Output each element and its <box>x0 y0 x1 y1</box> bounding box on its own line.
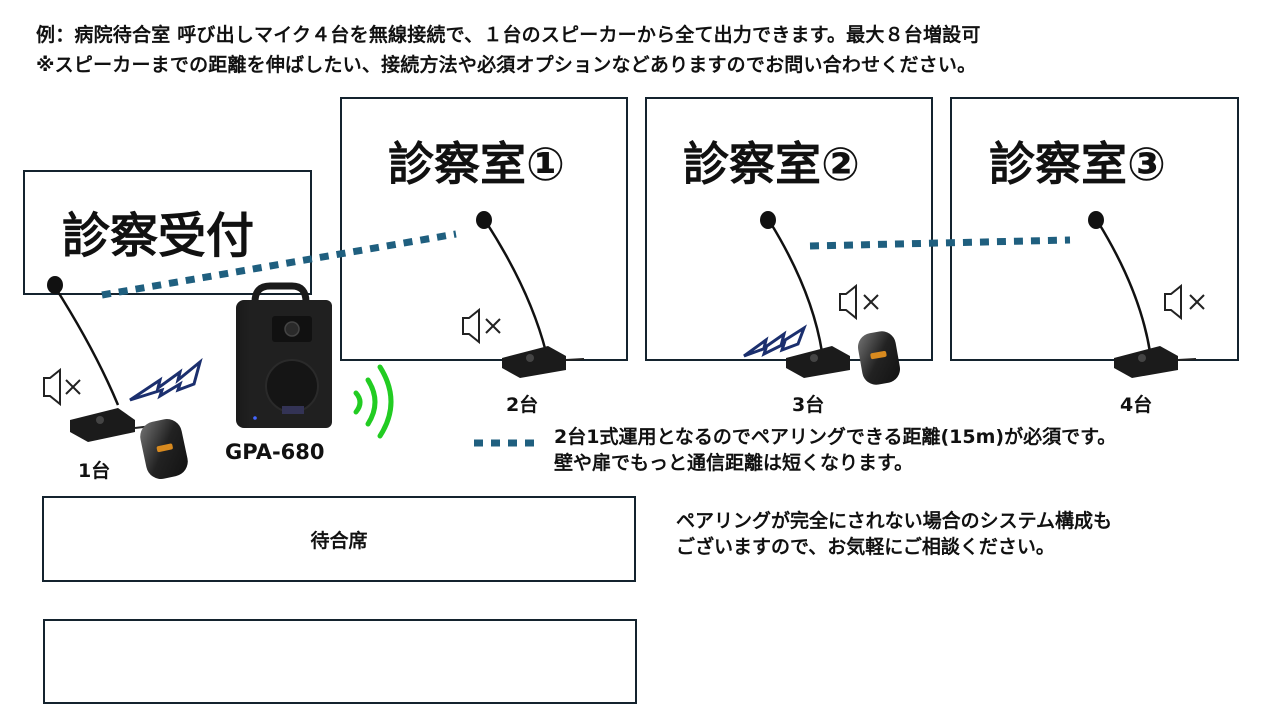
room-reception <box>23 170 312 295</box>
pairing-note-line-1: 2台1式運用となるのでペアリングできる距離(15m)が必須です。 <box>554 426 1117 448</box>
waiting-seat-box-1: 待合席 <box>42 496 636 582</box>
speaker-model-label: GPA-680 <box>225 440 325 464</box>
speaker-muted-icon-4 <box>1164 283 1205 321</box>
microphone-4 <box>1088 211 1197 378</box>
speaker-muted-icon-2 <box>462 307 501 345</box>
pairing-line-1-2 <box>101 230 457 299</box>
pairing-line-3-4 <box>809 236 1071 250</box>
room-title-exam-3: 診察室③ <box>989 137 1166 191</box>
header-line-1: 例：病院待合室 呼び出しマイク４台を無線接続で、１台のスピーカーから全て出力でき… <box>36 24 981 46</box>
room-title-exam-1: 診察室① <box>388 137 565 191</box>
consult-note: ペアリングが完全にされない場合のシステム構成も ございますので、お気軽にご相談く… <box>676 508 1112 560</box>
unit-label-2: 2台 <box>506 394 539 416</box>
consult-note-line-1: ペアリングが完全にされない場合のシステム構成も <box>676 510 1113 532</box>
speaker-muted-icon-3 <box>839 283 879 321</box>
unit-label-3: 3台 <box>792 394 825 416</box>
microphone-1 <box>47 276 153 442</box>
room-exam-1 <box>340 97 628 361</box>
waiting-seat-box-2 <box>43 619 637 704</box>
unit-label-4: 4台 <box>1120 394 1153 416</box>
pairing-note-line-2: 壁や扉でもっと通信距離は短くなります。 <box>554 452 914 474</box>
speaker-muted-icon-1 <box>43 367 81 407</box>
pairing-note: 2台1式運用となるのでペアリングできる距離(15m)が必須です。 壁や扉でもっと… <box>554 424 1116 476</box>
lightning-icon-1 <box>129 357 203 402</box>
transmitter-3 <box>857 331 901 385</box>
room-title-reception: 診察受付 <box>62 208 255 264</box>
speaker-gpa-680 <box>236 282 332 428</box>
room-exam-3 <box>950 97 1239 361</box>
microphone-3 <box>760 211 850 378</box>
microphone-2 <box>476 211 585 378</box>
transmitter-1 <box>140 419 188 479</box>
unit-label-1: 1台 <box>78 460 111 482</box>
room-title-exam-2: 診察室② <box>683 137 860 191</box>
consult-note-line-2: ございますので、お気軽にご相談ください。 <box>676 536 1055 558</box>
header-line-2: ※スピーカーまでの距離を伸ばしたい、接続方法や必須オプションなどありますのでお問… <box>36 54 977 76</box>
sound-waves-icon <box>353 364 394 439</box>
waiting-seat-label: 待合席 <box>310 529 368 552</box>
lightning-icon-3 <box>743 324 807 358</box>
